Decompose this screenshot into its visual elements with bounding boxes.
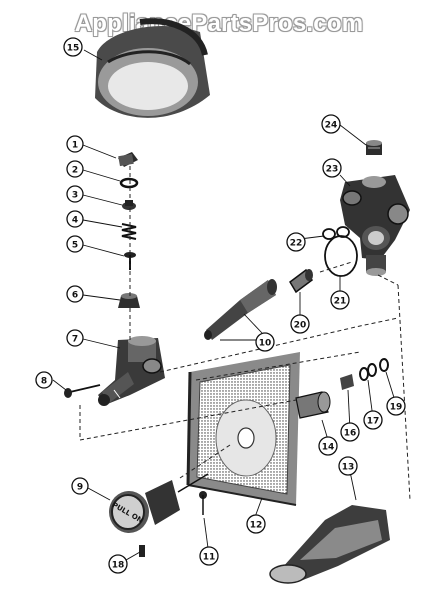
callout-18-label: 18 bbox=[112, 561, 125, 571]
part-9-knob[interactable]: PULL ON bbox=[109, 473, 209, 533]
callout-19: 19 bbox=[386, 396, 406, 416]
part-20-sleeve[interactable] bbox=[289, 268, 313, 294]
callout-19-label: 19 bbox=[390, 403, 403, 413]
part-7-valve-body[interactable] bbox=[98, 336, 165, 406]
callout-3-label: 3 bbox=[72, 191, 78, 201]
callout-3: 3 bbox=[66, 185, 84, 203]
callout-23: 23 bbox=[322, 158, 342, 178]
callout-8: 8 bbox=[35, 371, 53, 389]
callout-13: 13 bbox=[338, 456, 358, 476]
callout-8-label: 8 bbox=[41, 377, 47, 387]
callout-23-label: 23 bbox=[326, 165, 339, 175]
part-17-washer[interactable] bbox=[359, 363, 377, 381]
callout-12-label: 12 bbox=[250, 521, 263, 531]
part-19-ring[interactable] bbox=[379, 358, 389, 372]
part-14-insert[interactable] bbox=[295, 391, 331, 419]
callout-2: 2 bbox=[66, 160, 84, 178]
callout-9-label: 9 bbox=[77, 483, 83, 493]
callout-1-label: 1 bbox=[72, 141, 78, 151]
callout-14-label: 14 bbox=[322, 443, 335, 453]
callout-14: 14 bbox=[318, 436, 338, 456]
callout-4: 4 bbox=[66, 210, 84, 228]
callout-6-label: 6 bbox=[72, 291, 78, 301]
callout-6: 6 bbox=[66, 285, 84, 303]
part-13-tub-spout[interactable] bbox=[269, 505, 390, 584]
callout-20: 20 bbox=[290, 314, 310, 334]
callout-11: 11 bbox=[199, 546, 219, 566]
assembly-lines bbox=[79, 166, 411, 501]
callout-2-label: 2 bbox=[72, 166, 78, 176]
part-15-escutcheon-ring[interactable] bbox=[95, 18, 210, 118]
callout-5: 5 bbox=[66, 235, 84, 253]
callout-11-label: 11 bbox=[203, 553, 216, 563]
callout-15: 15 bbox=[63, 37, 83, 57]
part-4-spring[interactable] bbox=[121, 223, 137, 240]
callout-7-label: 7 bbox=[72, 335, 78, 345]
callout-10: 10 bbox=[255, 332, 275, 352]
part-11-screw[interactable] bbox=[199, 491, 207, 515]
part-23-diverter-body[interactable] bbox=[340, 175, 410, 276]
callout-16-label: 16 bbox=[344, 429, 357, 439]
callout-16: 16 bbox=[340, 422, 360, 442]
part-6-gland-nut[interactable] bbox=[118, 293, 140, 308]
part-1-cap[interactable] bbox=[118, 152, 138, 167]
part-16-nut[interactable] bbox=[340, 374, 354, 390]
callout-17-label: 17 bbox=[367, 417, 380, 427]
part-24-plug[interactable] bbox=[366, 140, 382, 155]
part-3-plunger[interactable] bbox=[122, 200, 136, 210]
callout-16-b: 16 bbox=[254, 337, 272, 355]
callout-5-label: 5 bbox=[72, 241, 78, 251]
part-2-washer[interactable] bbox=[119, 177, 139, 189]
part-21-gasket[interactable] bbox=[324, 235, 358, 277]
callout-4-label: 4 bbox=[72, 216, 78, 226]
callout-24-label: 24 bbox=[325, 121, 338, 131]
callout-13-label: 13 bbox=[342, 463, 355, 473]
callout-24: 24 bbox=[321, 114, 341, 134]
callout-15-label: 15 bbox=[67, 44, 80, 54]
callout-21: 21 bbox=[330, 290, 350, 310]
callout-21-label: 21 bbox=[334, 297, 347, 307]
callout-10-label: 10 bbox=[259, 339, 272, 349]
callout-20-label: 20 bbox=[294, 321, 307, 331]
part-8-screw[interactable] bbox=[64, 384, 101, 398]
part-18-set-screw[interactable] bbox=[139, 545, 145, 557]
part-10-handle-rod[interactable] bbox=[204, 279, 277, 340]
part-12-wall-plate[interactable] bbox=[186, 352, 300, 506]
callout-12: 12 bbox=[246, 514, 266, 534]
callout-17: 17 bbox=[363, 410, 383, 430]
callout-22: 22 bbox=[286, 232, 306, 252]
callout-9: 9 bbox=[71, 477, 89, 495]
callout-22-label: 22 bbox=[290, 239, 303, 249]
callout-18: 18 bbox=[108, 554, 128, 574]
callout-7: 7 bbox=[66, 329, 84, 347]
callout-1: 1 bbox=[66, 135, 84, 153]
